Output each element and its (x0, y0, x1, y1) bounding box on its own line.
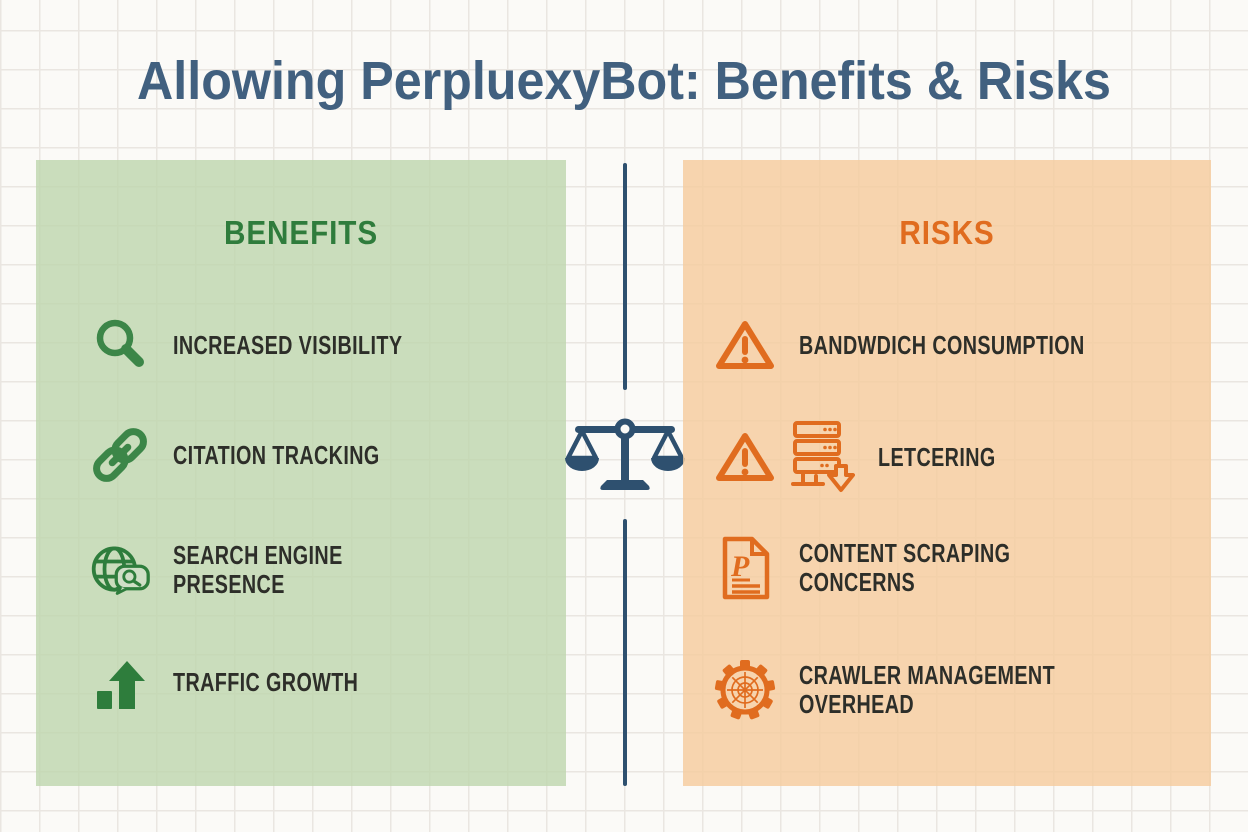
benefit-item-citation: CITATION TRACKING (89, 413, 445, 497)
warning-triangle-icon (714, 317, 776, 373)
benefits-header: BENEFITS (223, 214, 379, 251)
risk-item-bandwidth: BANDWDICH CONSUMPTION (714, 303, 1175, 387)
risk-item-label: LETCERING (878, 441, 996, 472)
risk-item-scraping: P CONTENT SCRAPING CONCERNS (714, 526, 1077, 610)
risk-item-crawler-management: CRAWLER MANAGEMENT OVERHEAD (714, 648, 1136, 732)
link-icon (89, 425, 151, 485)
risk-item-label: CONTENT SCRAPING CONCERNS (799, 538, 1011, 597)
server-download-icon (789, 420, 855, 494)
benefits-panel: BENEFITS INCREASED VISIBILITY (36, 160, 566, 786)
risk-item-label: CRAWLER MANAGEMENT OVERHEAD (799, 660, 1056, 719)
magnifier-icon (89, 316, 151, 374)
document-p-icon: P (714, 535, 776, 601)
page-title: Allowing PerpluexyBot: Benefits & Risks (137, 51, 1111, 111)
benefit-item-search-presence: SEARCH ENGINE PRESENCE (89, 528, 396, 612)
risk-item-label: BANDWDICH CONSUMPTION (799, 329, 1085, 360)
globe-search-icon (89, 540, 151, 600)
balance-scale-icon (565, 416, 685, 494)
benefit-item-label: TRAFFIC GROWTH (173, 666, 359, 697)
svg-text:P: P (730, 550, 750, 583)
growth-arrow-icon (89, 654, 151, 710)
gear-web-icon (714, 659, 776, 721)
risk-item-metering: LETCERING (714, 415, 1033, 499)
center-divider-bottom (623, 519, 627, 786)
benefit-item-traffic: TRAFFIC GROWTH (89, 640, 417, 724)
risks-panel: RISKS BANDWDICH CONSUMPTION (683, 160, 1211, 786)
center-divider-top (623, 163, 627, 390)
benefit-item-label: SEARCH ENGINE PRESENCE (173, 540, 343, 599)
warning-triangle-icon (714, 429, 776, 485)
benefit-item-label: INCREASED VISIBILITY (173, 329, 403, 360)
benefit-item-label: CITATION TRACKING (173, 439, 380, 470)
risks-header: RISKS (899, 214, 995, 251)
benefit-item-visibility: INCREASED VISIBILITY (89, 303, 475, 387)
